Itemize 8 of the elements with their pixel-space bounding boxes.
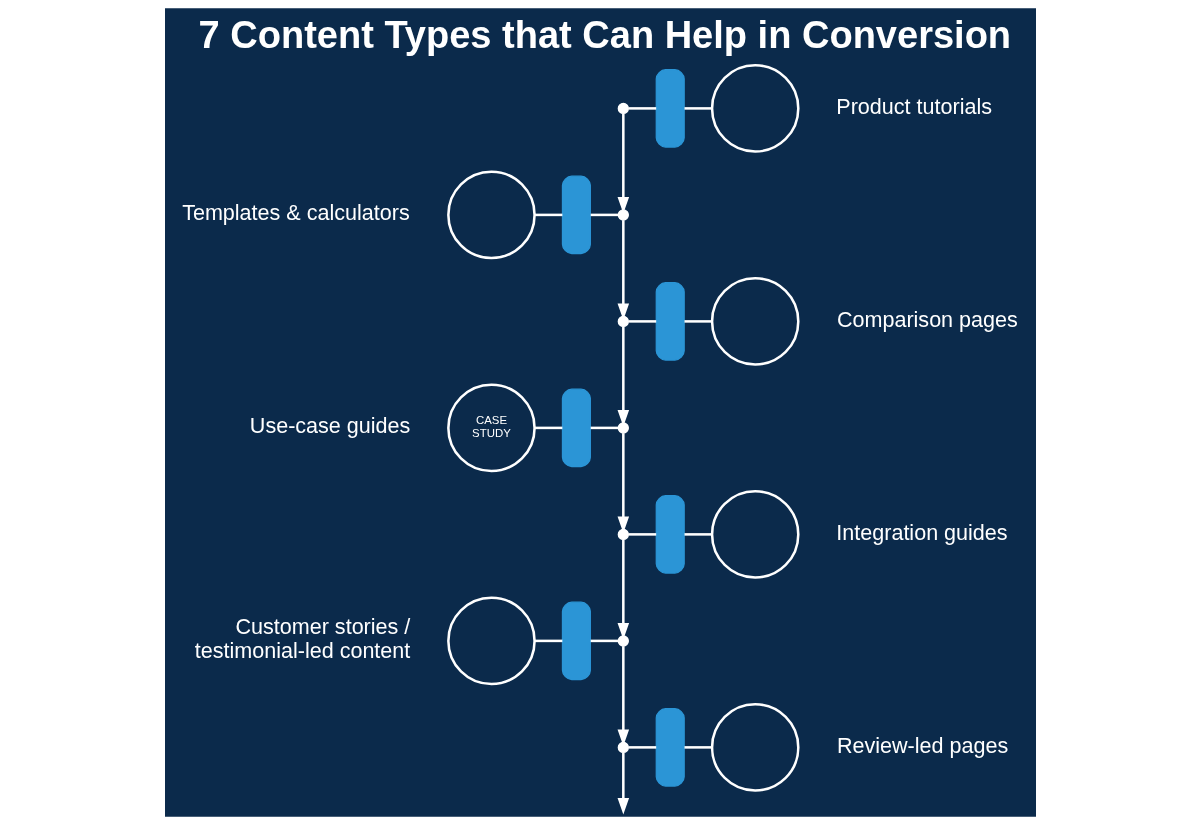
node-label: Comparison pages	[836, 306, 1018, 332]
node-label: Use-case guides	[249, 413, 410, 439]
diagram-title: 7 Content Types that Can Help in Conversion	[198, 13, 1011, 56]
node-label: Templates & calculators	[181, 200, 410, 226]
node-label: Integration guides	[835, 519, 1008, 545]
node-label: Product tutorials	[835, 93, 992, 119]
node-label: Customer stories / testimonial-led content	[194, 614, 410, 664]
node-label: Review-led pages	[836, 732, 1008, 758]
